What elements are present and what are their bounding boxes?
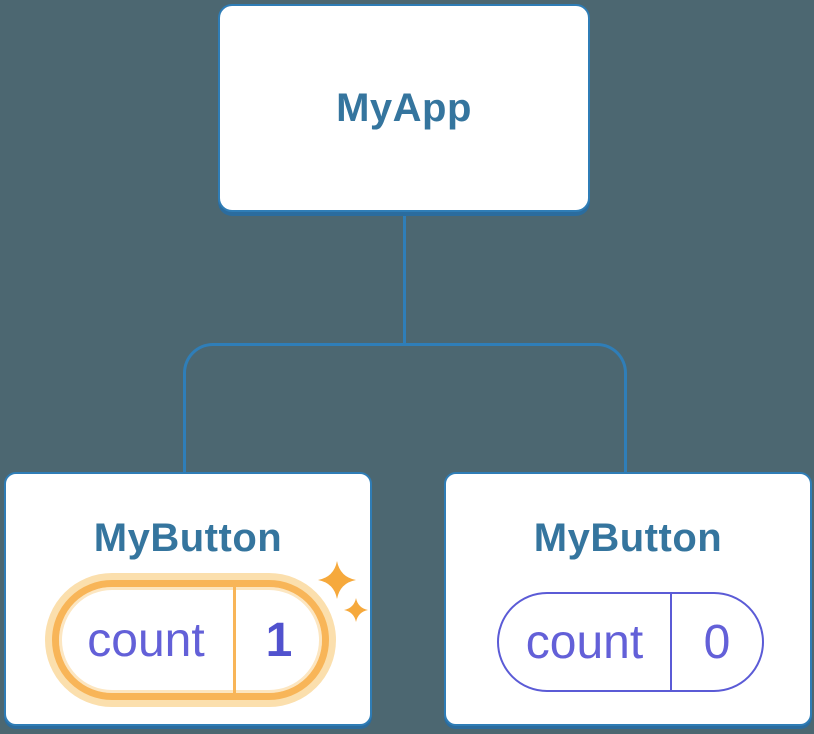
state-value: 1: [265, 613, 293, 667]
component-node-button-right: MyButton count 0: [444, 472, 812, 726]
state-value: 0: [703, 615, 731, 669]
connector-root-trunk: [403, 210, 406, 345]
sparkle-small-icon: [344, 598, 368, 622]
connector-branches: [183, 343, 627, 475]
state-badge: count 0: [497, 592, 764, 692]
component-title-mybutton-right: MyButton: [533, 516, 723, 560]
component-node-root: MyApp: [218, 4, 590, 212]
state-label: count: [59, 587, 236, 693]
sparkles-icon: [318, 561, 368, 622]
component-node-button-left: MyButton count 1: [4, 472, 372, 726]
state-badge-highlighted: count 1: [52, 580, 329, 700]
state-label: count: [499, 594, 672, 690]
component-title-myapp: MyApp: [336, 85, 472, 130]
component-title-mybutton-left: MyButton: [93, 516, 283, 560]
sparkle-large-icon: [318, 561, 356, 599]
